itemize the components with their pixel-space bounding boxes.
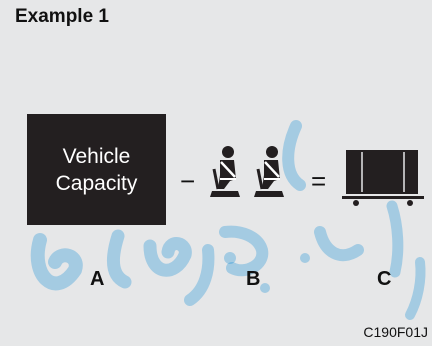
figure-code: C190F01J xyxy=(363,324,428,340)
equals-sign: = xyxy=(311,166,327,196)
label-b: B xyxy=(246,268,261,290)
seated-occupant-icon xyxy=(210,146,240,197)
label-c: C xyxy=(377,268,392,290)
example-heading: Example 1 xyxy=(15,6,109,27)
cargo-load-icon xyxy=(342,150,424,206)
seated-occupant-icon xyxy=(254,146,284,197)
minus-sign: − xyxy=(180,166,196,196)
vehicle-capacity-box: Vehicle Capacity xyxy=(27,114,166,225)
capacity-line-1: Vehicle xyxy=(62,144,131,168)
label-a: A xyxy=(90,268,105,290)
capacity-line-2: Capacity xyxy=(55,171,138,195)
